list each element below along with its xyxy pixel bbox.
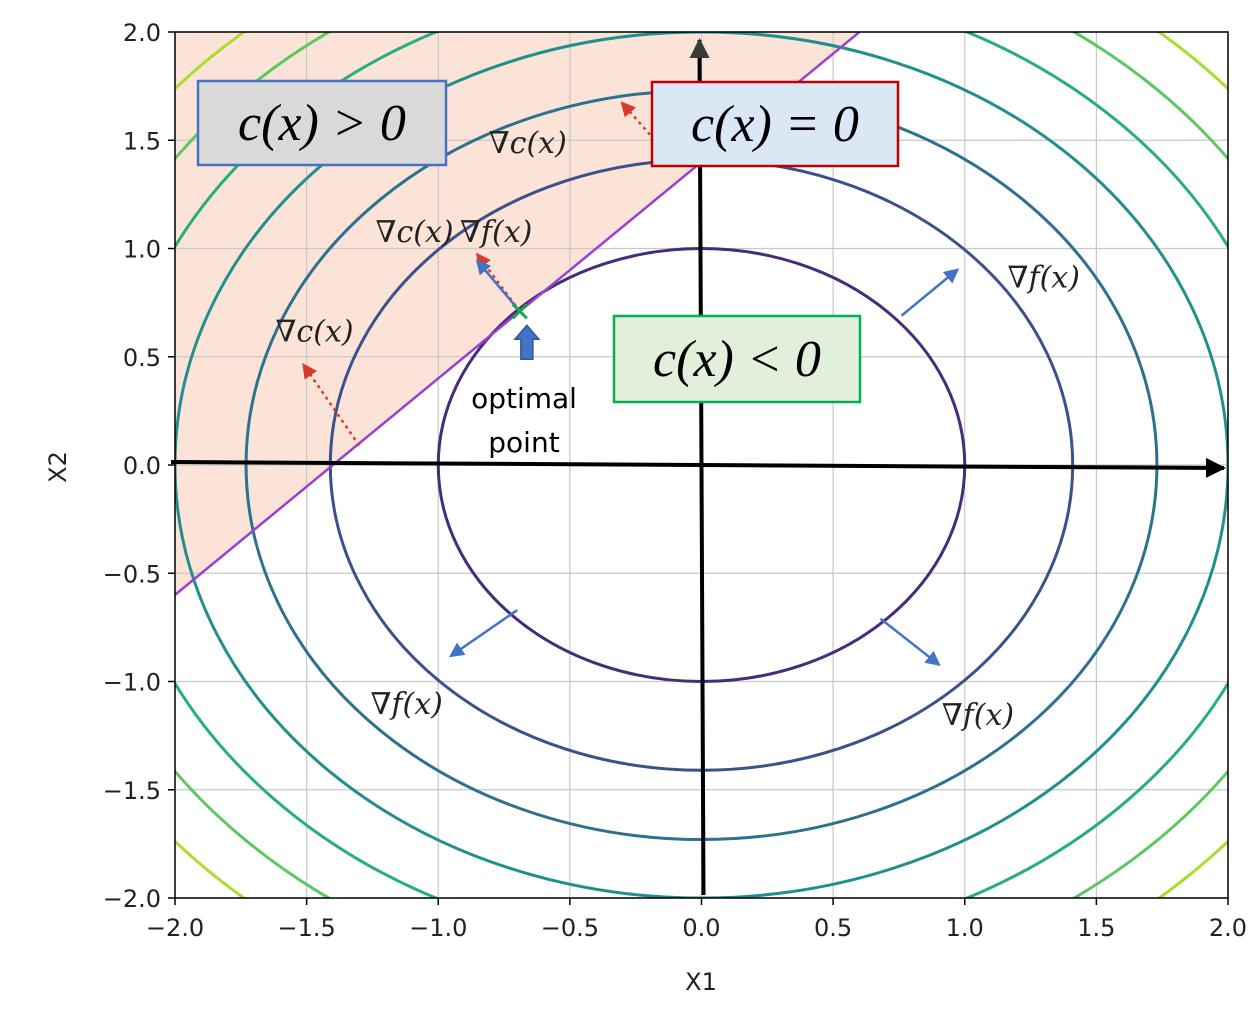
y-tick-label: −2.0 <box>103 885 161 913</box>
region-label-zero: c(x) = 0 <box>691 96 859 153</box>
grad-f-arrow <box>448 609 518 658</box>
y-tick-label: −1.0 <box>103 669 161 697</box>
optimal-label-line-1: optimal <box>471 382 577 415</box>
x-tick-label: −2.0 <box>146 914 204 942</box>
optimal-point-x <box>511 303 528 320</box>
x-tick-label: −0.5 <box>541 914 599 942</box>
optimal-point-pointer-arrow <box>513 324 541 361</box>
x-tick-label: −1.5 <box>277 914 335 942</box>
y-axis-title: X2 <box>44 451 72 483</box>
y-axis-arrow <box>689 38 710 896</box>
y-tick-label: 1.5 <box>123 127 161 155</box>
x-axis-title: X1 <box>685 968 717 996</box>
grad-f-label: ∇f(x) <box>942 698 1014 733</box>
grad-f-arrow <box>879 617 941 667</box>
x-tick-label: 0.0 <box>682 914 720 942</box>
grad-c-label: ∇c(x) <box>489 126 567 161</box>
grad-c-arrow <box>302 362 361 447</box>
grad-f-label: ∇f(x) <box>1008 260 1080 295</box>
axis-ticks: −2.0 −1.5 −1.0 −0.5 0.0 0.5 1.0 1.5 2.0 2.0 1.5 1.0… <box>103 19 1247 942</box>
grad-f-arrow <box>475 259 521 313</box>
optimal-point-marker <box>511 303 541 361</box>
y-tick-label: −1.5 <box>103 777 161 805</box>
optimal-label-line-2: point <box>488 426 559 459</box>
region-label-positive: c(x) > 0 <box>238 95 406 152</box>
grad-f-label: ∇f(x) <box>370 687 442 722</box>
y-tick-label: 0.0 <box>123 452 161 480</box>
region-label-negative: c(x) < 0 <box>653 331 821 388</box>
y-tick-label: 1.0 <box>123 236 161 264</box>
grad-c-label: ∇c(x) <box>275 315 353 350</box>
x-axis-arrow <box>170 457 1226 478</box>
coordinate-axes-arrows <box>170 38 1226 896</box>
y-tick-label: 0.5 <box>123 344 161 372</box>
x-tick-label: −1.0 <box>409 914 467 942</box>
region-box-positive: c(x) > 0 <box>196 79 448 167</box>
grad-c-label: ∇c(x) <box>376 215 454 250</box>
region-box-negative: c(x) < 0 <box>612 314 862 404</box>
grad-f-arrow <box>900 268 960 317</box>
x-tick-label: 2.0 <box>1209 914 1247 942</box>
gradient-labels: ∇c(x)∇c(x)∇c(x)∇f(x)∇f(x)∇f(x)∇f(x) <box>275 126 1079 733</box>
x-tick-label: 0.5 <box>814 914 852 942</box>
grad-f-label: ∇f(x) <box>460 215 532 250</box>
x-tick-label: 1.0 <box>946 914 984 942</box>
x-tick-label: 1.5 <box>1077 914 1115 942</box>
y-tick-label: −0.5 <box>103 560 161 588</box>
y-tick-label: 2.0 <box>123 19 161 47</box>
region-box-zero: c(x) = 0 <box>650 80 900 168</box>
gradient-arrows <box>302 101 960 667</box>
